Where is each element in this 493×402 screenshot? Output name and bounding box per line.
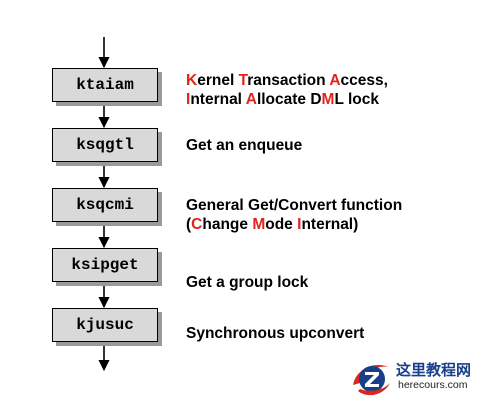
description-text: nternal) — [301, 216, 359, 233]
highlighted-letter: M — [321, 91, 335, 108]
description-line: Get a group lock — [186, 273, 486, 292]
description-line: Internal Allocate DML lock — [186, 90, 486, 109]
function-box-kjusuc: kjusuc — [52, 308, 158, 342]
description-text: Synchronous upconvert — [186, 325, 365, 342]
description-text: ode — [265, 216, 298, 233]
watermark-url: herecours.com — [398, 379, 468, 391]
description-text: ransaction — [247, 72, 330, 89]
description-text: nternal — [190, 91, 246, 108]
description-text: General Get/Convert function — [186, 197, 403, 214]
description-text: Get an enqueue — [186, 137, 303, 154]
description-line: (Change Mode Internal) — [186, 215, 486, 234]
description-ktaiam: Kernel Transaction Access,Internal Alloc… — [186, 71, 486, 109]
highlighted-letter: I — [186, 91, 191, 108]
highlighted-letter: T — [238, 72, 248, 89]
function-box-ksipget: ksipget — [52, 248, 158, 282]
description-ksqgtl: Get an enqueue — [186, 136, 486, 155]
highlighted-letter: C — [191, 216, 203, 233]
watermark-site-name: 这里教程网 — [396, 361, 472, 379]
highlighted-letter: M — [252, 216, 266, 233]
highlighted-letter: A — [329, 72, 341, 89]
description-text: llocate D — [256, 91, 322, 108]
description-line: Kernel Transaction Access, — [186, 71, 486, 90]
description-text: ccess, — [340, 72, 388, 89]
highlighted-letter: A — [245, 91, 257, 108]
description-line: Synchronous upconvert — [186, 324, 486, 343]
description-text: ernel — [197, 72, 239, 89]
function-box-ksqcmi: ksqcmi — [52, 188, 158, 222]
function-box-ktaiam: ktaiam — [52, 68, 158, 102]
description-text: Get a group lock — [186, 274, 309, 291]
description-text: L lock — [334, 91, 379, 108]
description-ksqcmi: General Get/Convert function(Change Mode… — [186, 196, 486, 234]
highlighted-letter: I — [297, 216, 302, 233]
description-kjusuc: Synchronous upconvert — [186, 324, 486, 343]
highlighted-letter: K — [186, 72, 198, 89]
description-line: Get an enqueue — [186, 136, 486, 155]
description-ksipget: Get a group lock — [186, 273, 486, 292]
description-text: ( — [186, 216, 192, 233]
site-watermark: 这里教程网 herecours.com — [348, 357, 493, 402]
function-box-ksqgtl: ksqgtl — [52, 128, 158, 162]
description-line: General Get/Convert function — [186, 196, 486, 215]
description-text: hange — [202, 216, 253, 233]
z-logo-icon — [353, 365, 390, 396]
